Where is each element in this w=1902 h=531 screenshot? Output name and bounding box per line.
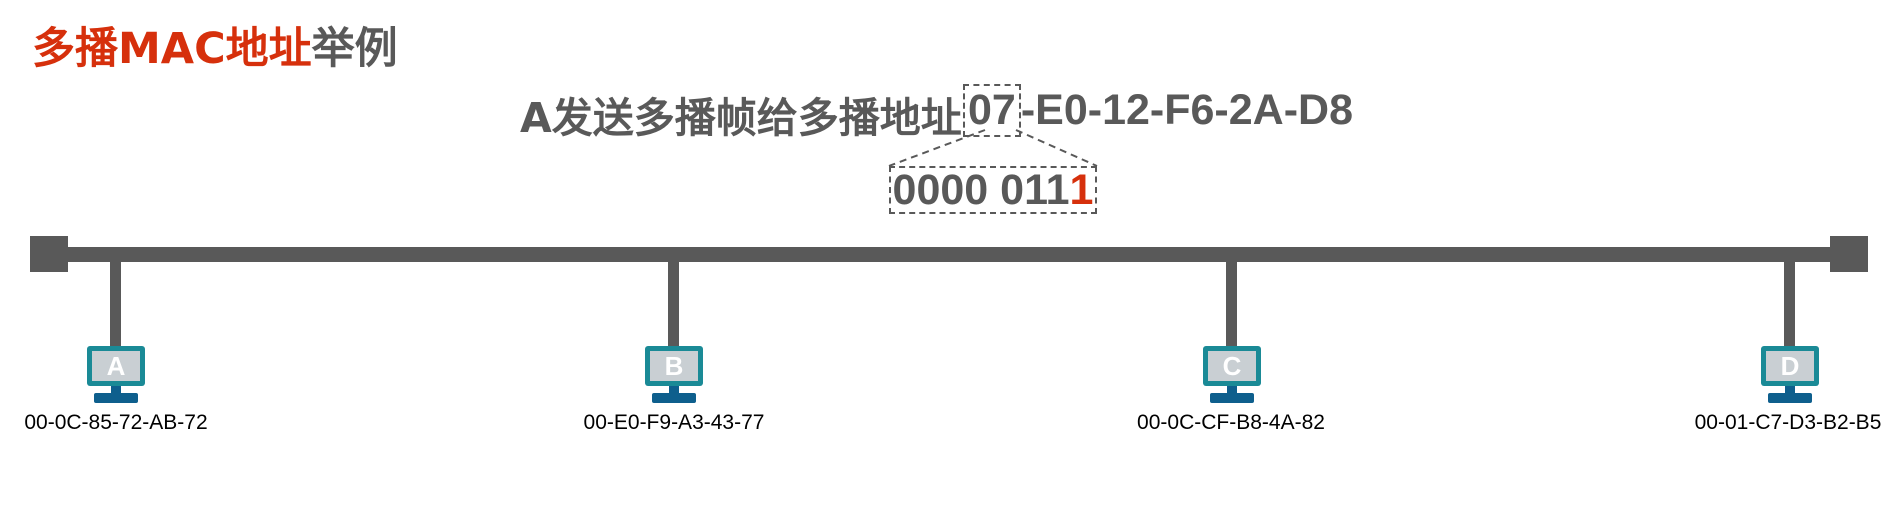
send-description: A发送多播帧给多播地址 [520, 94, 962, 142]
drop-line-d [1784, 262, 1795, 348]
drop-line-c [1226, 262, 1237, 348]
computer-icon: C [1203, 346, 1261, 386]
computer-icon: B [645, 346, 703, 386]
title-highlight: 多播MAC地址 [32, 24, 312, 74]
expand-line-left [888, 129, 986, 167]
bus-line [60, 247, 1838, 262]
host-d[interactable]: D [1750, 346, 1830, 408]
host-mac: 00-01-C7-D3-B2-B5 [1694, 411, 1882, 434]
multicast-address: 07-E0-12-F6-2A-D8 [963, 84, 1353, 137]
host-mac: 00-0C-CF-B8-4A-82 [1137, 411, 1325, 434]
host-label: D [1780, 351, 1800, 381]
title-suffix: 举例 [311, 24, 398, 74]
address-rest: -E0-12-F6-2A-D8 [1020, 86, 1353, 134]
expand-line-right [1015, 129, 1098, 167]
first-byte-box: 07 [963, 84, 1021, 137]
host-label: C [1222, 351, 1242, 381]
host-label: B [664, 351, 684, 381]
page-title: 多播MAC地址举例 [32, 14, 398, 76]
host-c[interactable]: C [1192, 346, 1272, 408]
host-a[interactable]: A [76, 346, 156, 408]
drop-line-b [668, 262, 679, 348]
computer-icon: A [87, 346, 145, 386]
host-mac: 00-0C-85-72-AB-72 [24, 411, 208, 434]
binary-lsb: 1 [1069, 165, 1094, 214]
computer-icon: D [1761, 346, 1819, 386]
host-mac: 00-E0-F9-A3-43-77 [583, 411, 765, 434]
host-b[interactable]: B [634, 346, 714, 408]
drop-line-a [110, 262, 121, 348]
host-label: A [106, 351, 126, 381]
binary-prefix: 0000 011 [892, 165, 1070, 214]
